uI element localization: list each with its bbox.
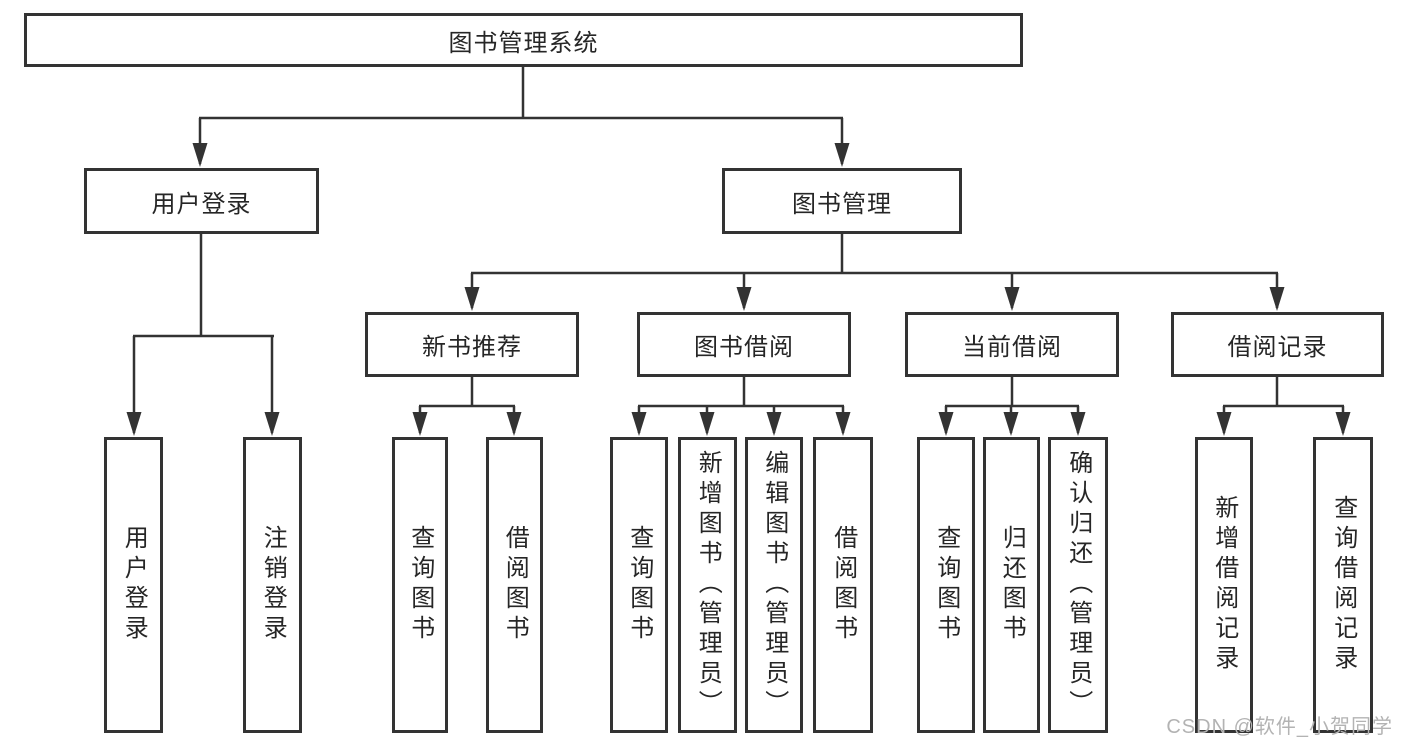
leaf-add-books-admin: 新增图书（管理员） — [678, 437, 737, 733]
node-new-book-recommendation: 新书推荐 — [365, 312, 579, 377]
leaf-edit-books-admin-label: 编辑图书（管理员） — [760, 450, 788, 720]
leaf-query-books-current-label: 查询图书 — [932, 525, 960, 645]
leaf-query-books-current: 查询图书 — [917, 437, 975, 733]
node-book-management: 图书管理 — [722, 168, 962, 234]
leaf-borrow-books-recommend-label: 借阅图书 — [501, 525, 529, 645]
node-user-login-label: 用户登录 — [151, 190, 252, 218]
leaf-logout-label: 注销登录 — [259, 525, 287, 645]
node-borrowing-records: 借阅记录 — [1171, 312, 1384, 377]
node-root-system: 图书管理系统 — [24, 13, 1023, 67]
leaf-logout: 注销登录 — [243, 437, 302, 733]
node-book-borrowing-label: 图书借阅 — [694, 334, 794, 361]
leaf-return-books-label: 归还图书 — [998, 525, 1026, 645]
node-current-borrowing-label: 当前借阅 — [962, 334, 1062, 361]
leaf-borrow-books-label: 借阅图书 — [829, 525, 857, 645]
node-new-book-recommendation-label: 新书推荐 — [422, 334, 522, 361]
leaf-borrow-books: 借阅图书 — [813, 437, 873, 733]
node-user-login: 用户登录 — [84, 168, 319, 234]
leaf-user-login-label: 用户登录 — [120, 525, 148, 645]
node-book-borrowing: 图书借阅 — [637, 312, 851, 377]
leaf-query-borrow-record-label: 查询借阅记录 — [1329, 495, 1357, 675]
leaf-return-books: 归还图书 — [983, 437, 1040, 733]
leaf-query-books-recommend: 查询图书 — [392, 437, 448, 733]
node-borrowing-records-label: 借阅记录 — [1227, 334, 1328, 361]
node-current-borrowing: 当前借阅 — [905, 312, 1119, 377]
leaf-borrow-books-recommend: 借阅图书 — [486, 437, 543, 733]
leaf-edit-books-admin: 编辑图书（管理员） — [745, 437, 803, 733]
node-book-management-label: 图书管理 — [792, 190, 892, 218]
leaf-query-books-recommend-label: 查询图书 — [406, 525, 434, 645]
leaf-add-borrow-record-label: 新增借阅记录 — [1210, 495, 1238, 675]
node-root-system-label: 图书管理系统 — [448, 29, 599, 57]
leaf-query-books-borrowing: 查询图书 — [610, 437, 668, 733]
leaf-add-borrow-record: 新增借阅记录 — [1195, 437, 1253, 733]
csdn-watermark: CSDN @软件_小贺同学 — [1166, 716, 1393, 738]
leaf-confirm-return-admin: 确认归还（管理员） — [1048, 437, 1108, 733]
leaf-query-borrow-record: 查询借阅记录 — [1313, 437, 1373, 733]
leaf-confirm-return-admin-label: 确认归还（管理员） — [1064, 450, 1092, 720]
leaf-query-books-borrowing-label: 查询图书 — [625, 525, 653, 645]
leaf-user-login: 用户登录 — [104, 437, 163, 733]
leaf-add-books-admin-label: 新增图书（管理员） — [694, 450, 722, 720]
